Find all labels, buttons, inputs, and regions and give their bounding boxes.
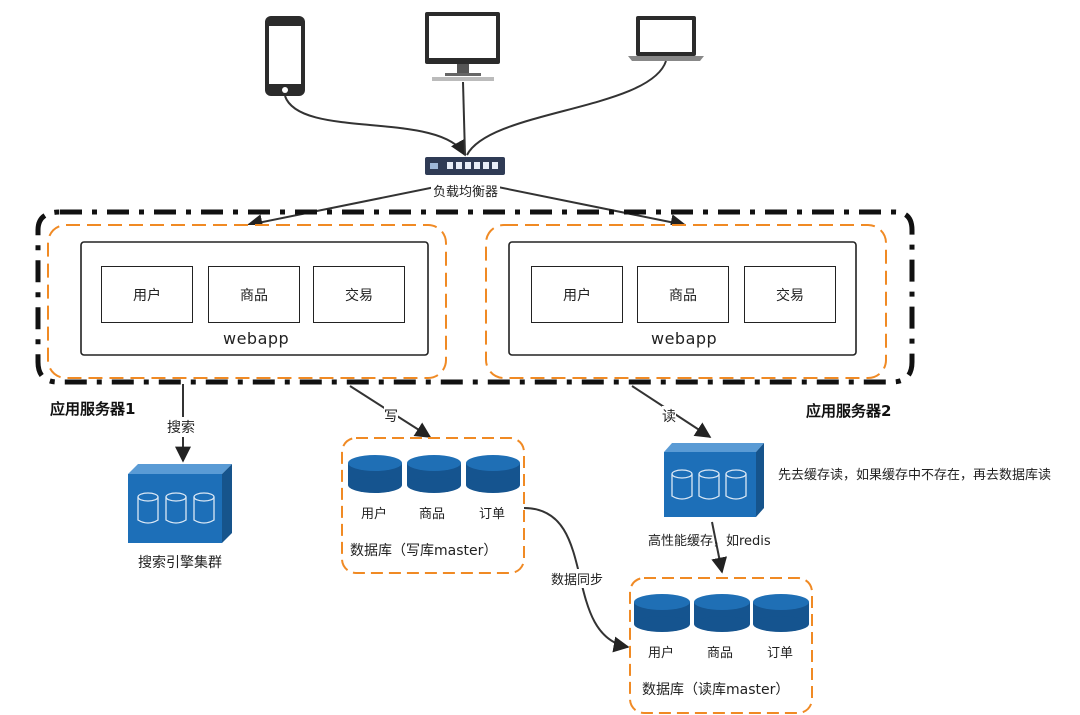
db-read-disk-1 [634, 594, 690, 632]
db-write-table-product: 商品 [419, 507, 446, 522]
server2-label: 应用服务器2 [806, 402, 892, 420]
db-write-disk-3 [466, 455, 520, 493]
db-write-disk-2 [407, 455, 461, 493]
cache-note: 先去缓存读，如果缓存中不存在，再去数据库读 [778, 468, 1052, 483]
db-read-disk-2 [694, 594, 750, 632]
db-write-label: 数据库（写库master） [350, 543, 498, 559]
db-read-disk-3 [753, 594, 809, 632]
desktop-icon [425, 12, 500, 81]
db-write-disk-1 [348, 455, 402, 493]
server2-webapp-label: webapp [651, 329, 718, 348]
switch-icon [425, 157, 505, 175]
db-read-table-user: 用户 [648, 646, 675, 661]
server1-module-user: 用户 [101, 266, 193, 323]
db-read-table-order: 订单 [767, 646, 794, 661]
laptop-to-lb-edge [466, 60, 667, 156]
server2-module-product: 商品 [637, 266, 729, 323]
server1-module-product: 商品 [208, 266, 300, 323]
server2-module-user: 用户 [531, 266, 623, 323]
search-cluster-node [128, 464, 232, 543]
read-edge-label: 读 [662, 406, 676, 426]
write-edge-label: 写 [384, 406, 398, 426]
server1-label: 应用服务器1 [50, 400, 136, 418]
db-read-table-product: 商品 [707, 646, 734, 661]
lb-to-server2-edge [477, 182, 687, 230]
lb-to-server1-edge [246, 182, 456, 230]
sync-edge-label: 数据同步 [551, 569, 604, 588]
cache-label: 高性能缓存，如redis [648, 534, 771, 549]
laptop-icon [628, 16, 704, 61]
search-edge-label: 搜索 [167, 417, 195, 437]
db-read-label: 数据库（读库master） [642, 682, 790, 698]
desktop-to-lb-edge [462, 81, 466, 156]
db-write-table-order: 订单 [479, 507, 506, 522]
phone-icon [265, 16, 305, 96]
server1-module-trade: 交易 [313, 266, 405, 323]
db-write-table-user: 用户 [361, 507, 388, 522]
server1-webapp-label: webapp [223, 329, 290, 348]
server2-module-trade: 交易 [744, 266, 836, 323]
load-balancer-label: 负载均衡器 [431, 181, 501, 200]
cache-to-db-read-edge [711, 521, 728, 574]
phone-to-lb-edge [284, 95, 466, 157]
cache-node [664, 443, 764, 517]
search-cluster-label: 搜索引擎集群 [138, 555, 222, 571]
server-cluster-boundary [35, 209, 915, 385]
